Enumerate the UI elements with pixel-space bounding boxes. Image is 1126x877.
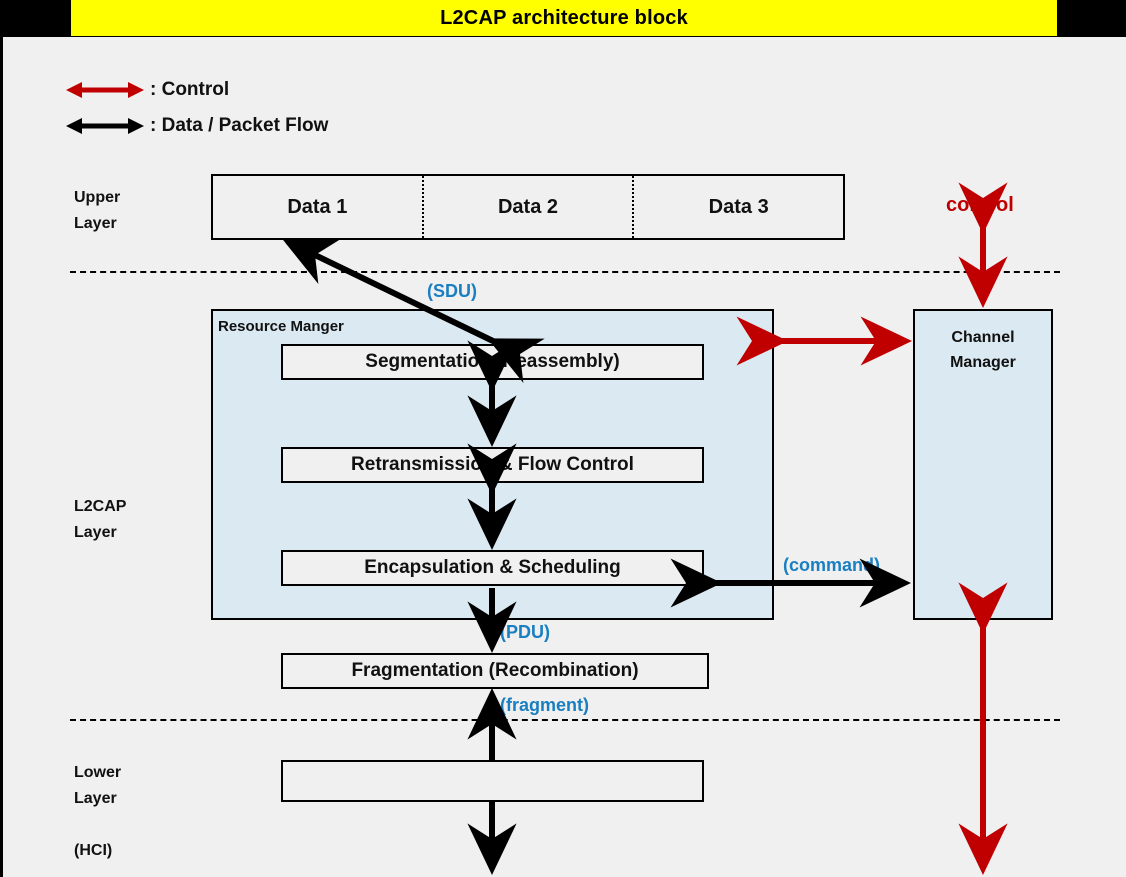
left-black-edge [0,36,3,877]
block-encapsulation-scheduling: Encapsulation & Scheduling [281,550,704,586]
divider-l2cap-lower [70,719,1060,721]
control-arrow-red-icon [66,82,144,98]
layer-label-upper: Upper Layer [74,189,121,232]
block-lower-layer [281,760,704,802]
page-title: L2CAP architecture block [440,6,688,29]
data-cell-1: Data 1 [287,195,348,218]
resource-manager-title: Resource Manger [218,318,344,335]
data-cell-3: Data 3 [632,176,843,238]
layer-label-lower: Lower Layer (HCI) [74,764,122,859]
divider-upper-l2cap [70,271,1060,273]
data-cell-2: Data 2 [421,176,633,238]
annotation-sdu: (SDU) [427,281,477,301]
block-channel-manager: Channel Manager [913,309,1053,620]
legend-label-control: : Control [150,79,230,100]
layer-label-l2cap: L2CAP Layer [74,498,127,541]
block-segmentation: Segmentation (Reassembly) [281,344,704,380]
data-arrow-black-icon [66,118,144,134]
annotation-pdu: (PDU) [500,622,550,642]
annotation-command: (command) [783,555,881,575]
title-bar: L2CAP architecture block [71,0,1057,36]
legend-label-data: : Data / Packet Flow [150,115,329,136]
channel-manager-label: Channel Manager [950,329,1016,371]
block-fragmentation: Fragmentation (Recombination) [281,653,709,689]
annotation-fragment: (fragment) [500,695,589,715]
annotation-control: control [946,194,1014,216]
legend-item-control: : Control [66,72,328,108]
upper-layer-data-strip: Data 1 Data 2 Data 3 [211,174,845,240]
block-retransmission-flow-control: Retransmission & Flow Control [281,447,704,483]
legend: : Control : Data / Packet Flow [66,72,328,144]
legend-item-data: : Data / Packet Flow [66,108,328,144]
